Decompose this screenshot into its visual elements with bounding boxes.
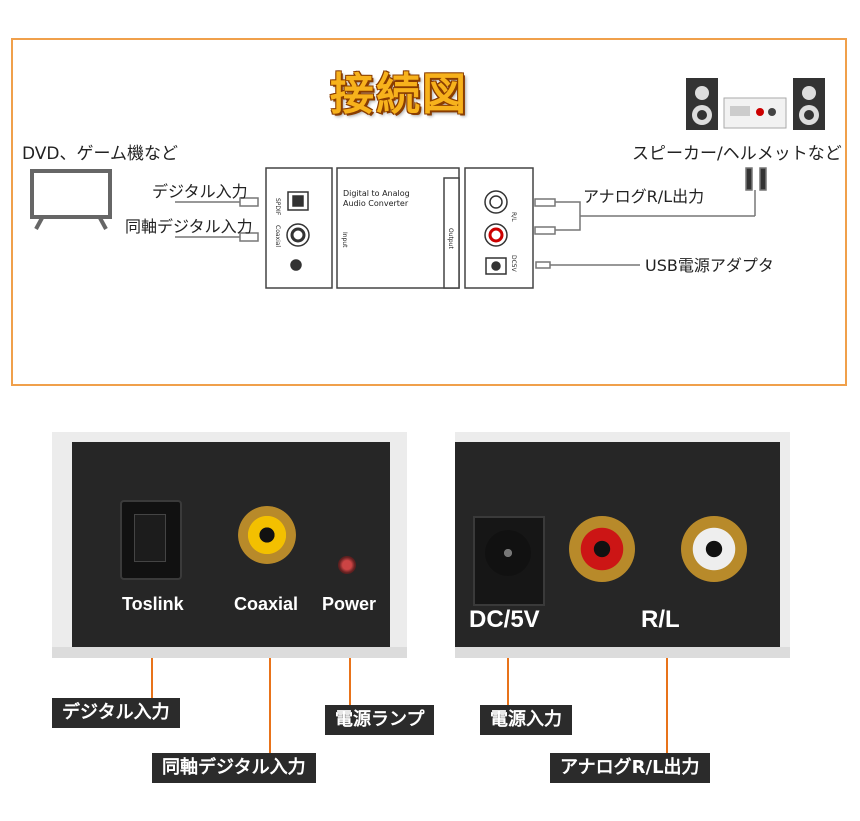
coax-in-label: 同軸デジタル入力 (125, 217, 253, 236)
usb-cable (535, 261, 640, 269)
input-cables (175, 197, 259, 242)
callout-digital-in: デジタル入力 (52, 698, 180, 728)
white-rca-jack-icon (681, 516, 747, 582)
front-panel-photo: Toslink Coaxial Power (52, 432, 407, 658)
coaxial-jack-icon (238, 506, 296, 564)
dc-label: DC/5V (469, 606, 540, 633)
dc5v-text: DC5V (510, 255, 517, 272)
converter-name-line2: Audio Converter (343, 199, 409, 208)
toslink-label: Toslink (122, 594, 184, 614)
source-label: DVD、ゲーム機など (22, 144, 179, 164)
power-led-icon (338, 556, 356, 574)
back-panel-photo: DC/5V R/L (455, 432, 790, 658)
callout-coax-in: 同軸デジタル入力 (152, 753, 316, 783)
input-panel-jacks (286, 191, 310, 271)
callout-analog-out: アナログR/L出力 (550, 753, 710, 783)
input-text: Input (341, 232, 348, 248)
coaxial-label: Coaxial (234, 594, 299, 614)
output-cables (534, 167, 767, 235)
toslink-port-icon (120, 500, 182, 580)
spdif-text: SPDIF (274, 198, 281, 216)
callout-power-lamp: 電源ランプ (325, 705, 435, 735)
callout-power-in: 電源入力 (480, 705, 572, 735)
diagram-title: 接続図 (330, 69, 468, 120)
output-text: Output (447, 228, 454, 249)
coaxial-text: Coaxial (274, 225, 281, 248)
converter-name-line1: Digital to Analog (343, 189, 410, 198)
usb-label: USB電源アダプタ (645, 256, 774, 275)
speaker-icon (686, 78, 825, 130)
rl-text: R/L (510, 212, 517, 222)
output-panel-jacks (484, 190, 508, 275)
analog-out-label: アナログR/L出力 (583, 187, 705, 206)
tv-icon (30, 169, 112, 230)
power-label: Power (322, 594, 377, 614)
diagram-frame (11, 38, 847, 386)
speaker-label: スピーカー/ヘルメットなど (632, 144, 842, 164)
digital-in-label: デジタル入力 (152, 182, 248, 201)
red-rca-jack-icon (569, 516, 635, 582)
rl-label: R/L (641, 606, 680, 633)
